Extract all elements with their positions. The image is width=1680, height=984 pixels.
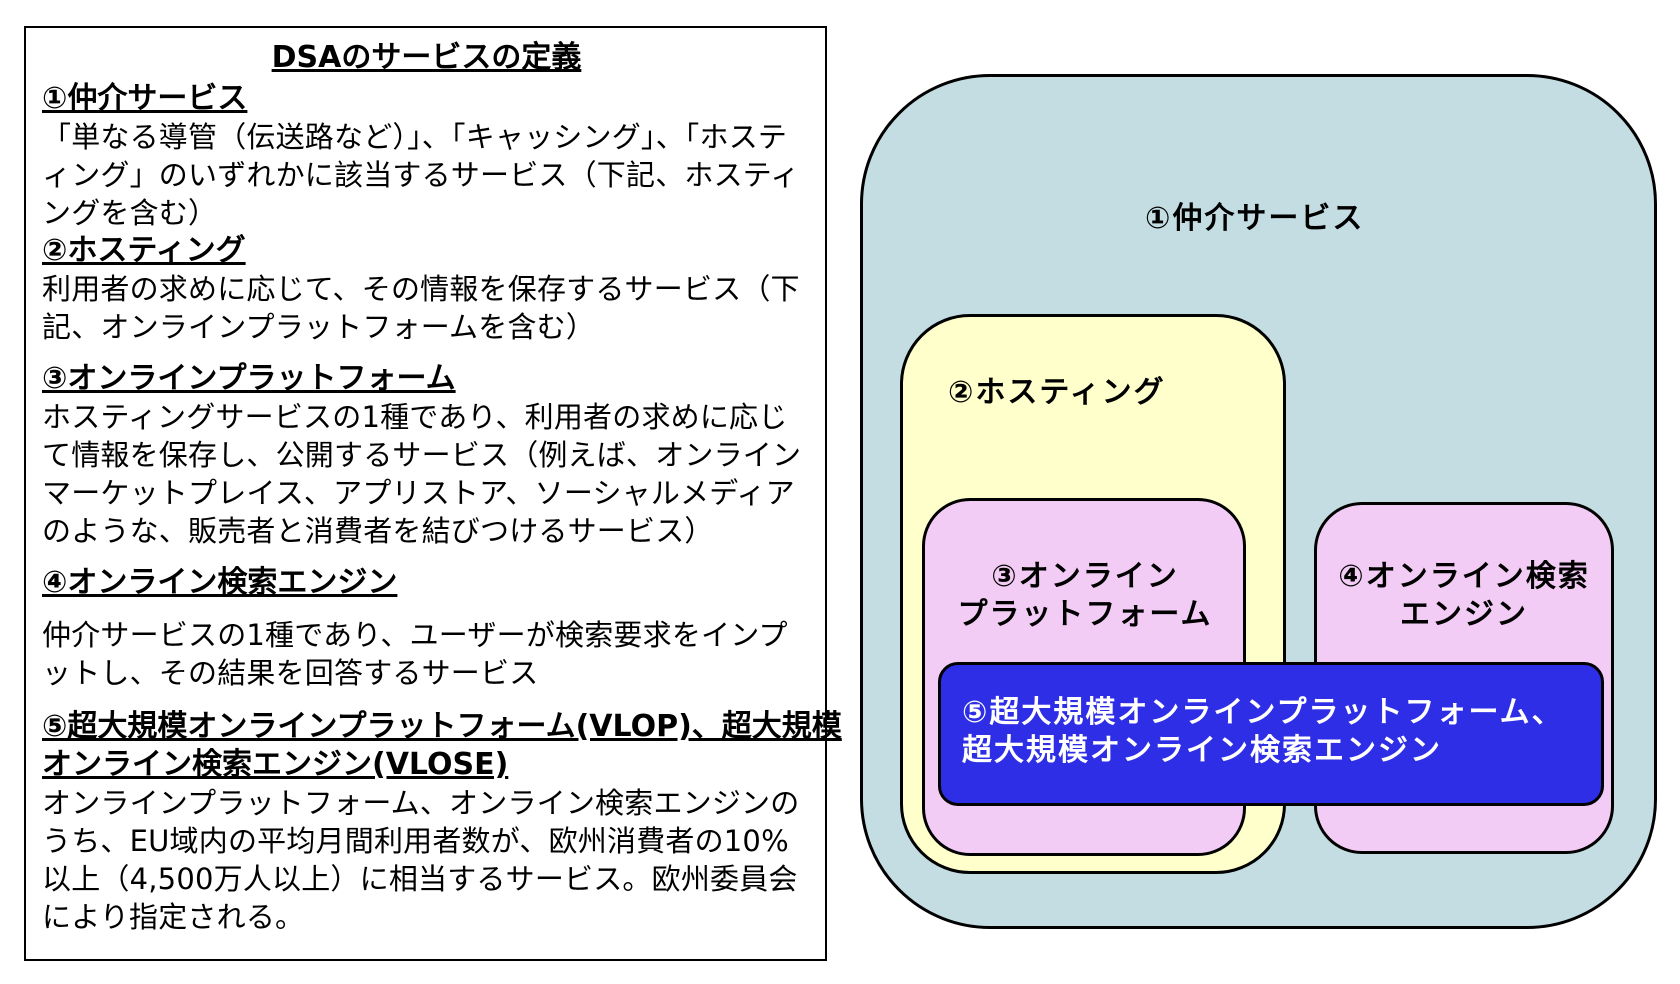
section-online-platform: ③オンラインプラットフォーム ホスティングサービスの1種であり、利用者の求めに応… bbox=[42, 360, 811, 550]
section-heading: ②ホスティング bbox=[42, 233, 246, 268]
section-heading-line1: ⑤超大規模オンラインプラットフォーム(VLOP)、超大規模 bbox=[42, 709, 842, 744]
intermediary-services-label: ①仲介サービス bbox=[1145, 201, 1365, 236]
section-search-engine: ④オンライン検索エンジン 仲介サービスの1種であり、ユーザーが検索要求をインプッ… bbox=[42, 564, 811, 692]
online-search-engine-label: ④オンライン検索 エンジン bbox=[1322, 558, 1606, 634]
section-heading: ③オンラインプラットフォーム bbox=[42, 361, 456, 396]
section-body: 利用者の求めに応じて、その情報を保存するサービス（下記、オンラインプラットフォー… bbox=[42, 272, 800, 344]
vlop-vlose-label: ⑤超大規模オンラインプラットフォーム、 超大規模オンライン検索エンジン bbox=[962, 694, 1582, 770]
section-intermediary: ①仲介サービス 「単なる導管（伝送路など）」、「キャッシング」、「ホスティング」… bbox=[42, 80, 811, 232]
online-platform-label-line2: プラットフォーム bbox=[957, 597, 1213, 632]
section-body: オンラインプラットフォーム、オンライン検索エンジンのうち、EU域内の平均月間利用… bbox=[42, 786, 800, 934]
vlop-vlose-label-line2: 超大規模オンライン検索エンジン bbox=[962, 733, 1442, 768]
section-hosting: ②ホスティング 利用者の求めに応じて、その情報を保存するサービス（下記、オンライ… bbox=[42, 232, 811, 346]
definitions-panel: DSAのサービスの定義 ①仲介サービス 「単なる導管（伝送路など）」、「キャッシ… bbox=[24, 26, 842, 961]
vlop-vlose-label-line1: ⑤超大規模オンラインプラットフォーム、 bbox=[962, 695, 1564, 730]
definitions-title: DSAのサービスの定義 bbox=[271, 40, 582, 75]
online-platform-label-line1: ③オンライン bbox=[991, 559, 1179, 594]
online-search-engine-label-line2: エンジン bbox=[1400, 597, 1528, 632]
online-platform-label: ③オンライン プラットフォーム bbox=[940, 558, 1230, 634]
section-body: ホスティングサービスの1種であり、利用者の求めに応じて情報を保存し、公開するサー… bbox=[42, 400, 802, 548]
section-heading: ④オンライン検索エンジン bbox=[42, 565, 398, 600]
hosting-label: ②ホスティング bbox=[948, 375, 1166, 410]
online-search-engine-label-line1: ④オンライン検索 bbox=[1338, 559, 1590, 594]
section-body: 「単なる導管（伝送路など）」、「キャッシング」、「ホスティング」のいずれかに該当… bbox=[42, 120, 800, 230]
vlop-vlose-box bbox=[938, 662, 1604, 806]
section-vlop-vlose: ⑤超大規模オンラインプラットフォーム(VLOP)、超大規模 オンライン検索エンジ… bbox=[42, 708, 842, 936]
section-body: 仲介サービスの1種であり、ユーザーが検索要求をインプットし、その結果を回答するサ… bbox=[42, 618, 788, 690]
section-heading: ①仲介サービス bbox=[42, 81, 248, 116]
section-heading-line2: オンライン検索エンジン(VLOSE) bbox=[42, 747, 509, 782]
